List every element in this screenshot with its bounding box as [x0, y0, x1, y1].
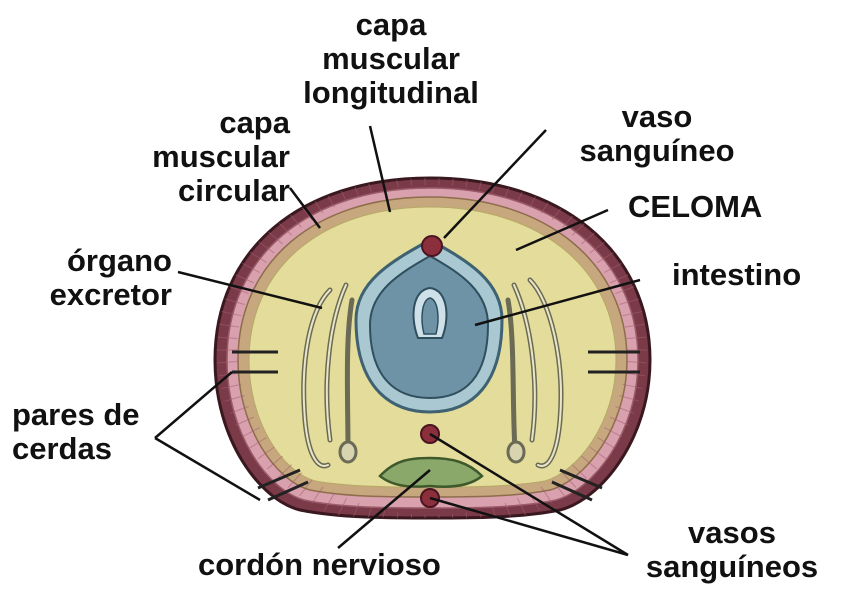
muscle-texture-stroke — [439, 515, 440, 535]
label-cordon-nervioso: cordón nervioso — [198, 548, 441, 582]
label-celoma: CELOMA — [628, 190, 762, 224]
muscle-texture-stroke — [424, 515, 425, 535]
muscle-texture-stroke — [424, 165, 425, 185]
label-capa-circular: capa muscular circular — [120, 106, 290, 208]
dorsal-blood-vessel — [422, 236, 442, 256]
nephridium-left-pore — [340, 442, 356, 462]
label-intestino: intestino — [672, 258, 801, 292]
label-organo-excretor: órgano excretor — [20, 244, 172, 312]
label-vasos-sanguineos: vasos sanguíneos — [622, 516, 842, 584]
label-capa-longitudinal: capa muscular longitudinal — [276, 8, 506, 110]
nephridium-right-pore — [508, 442, 524, 462]
label-pares-cerdas: pares de cerdas — [12, 398, 140, 466]
muscle-texture-stroke — [439, 165, 440, 185]
label-vaso-sanguineo: vaso sanguíneo — [552, 100, 762, 168]
